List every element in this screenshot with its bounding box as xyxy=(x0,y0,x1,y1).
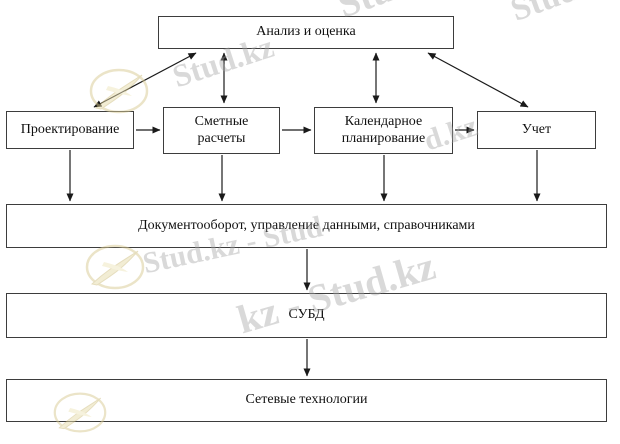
studkz-logo-icon xyxy=(89,68,149,114)
node-accounting: Учет xyxy=(477,111,596,149)
arrow-analysis-accounting xyxy=(427,52,529,108)
node-analysis: Анализ и оценка xyxy=(158,16,454,49)
studkz-logo-icon xyxy=(85,244,145,290)
node-scheduling: Календарное планирование xyxy=(314,107,453,154)
node-dbms: СУБД xyxy=(6,293,607,338)
node-estimates: Сметные расчеты xyxy=(163,107,280,154)
node-design: Проектирование xyxy=(6,111,134,149)
node-network: Сетевые технологии xyxy=(6,379,607,422)
watermark-text: Stud xyxy=(506,0,583,30)
node-docflow: Документооборот, управление данными, спр… xyxy=(6,204,607,248)
arrow-analysis-design xyxy=(93,52,197,108)
